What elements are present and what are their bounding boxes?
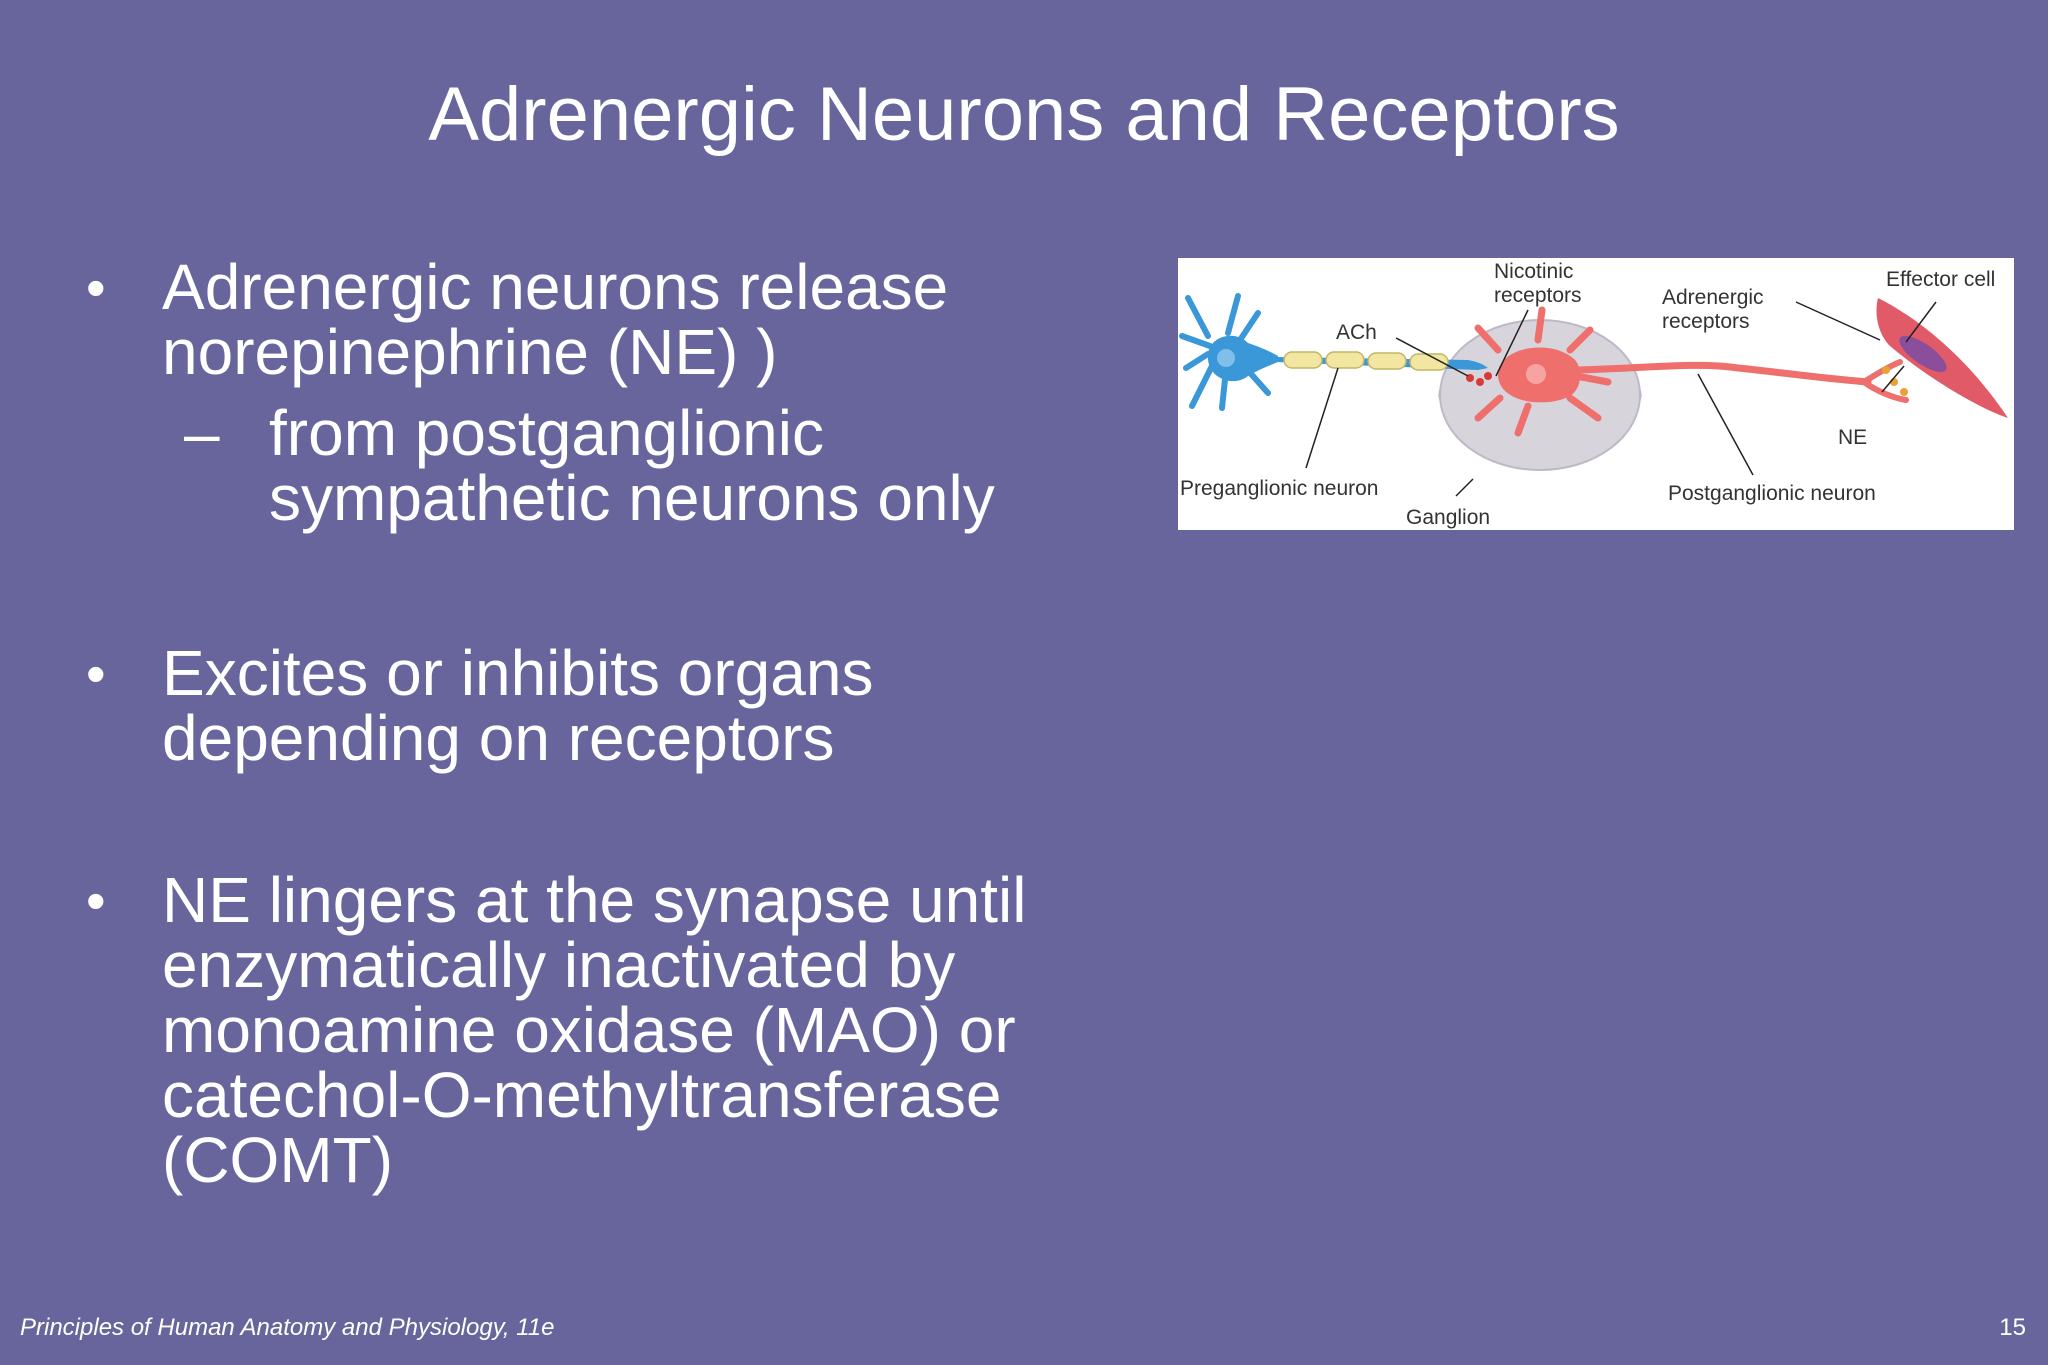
label-nicotinic: Nicotinic	[1494, 260, 1573, 283]
bullet-text: Adrenergic neurons release norepinephrin…	[162, 251, 949, 388]
slide-title: Adrenergic Neurons and Receptors	[428, 72, 1620, 157]
effector-cell	[1876, 298, 2008, 418]
label-adrenergic: Adrenergic	[1662, 286, 1764, 309]
neuron-diagram: Nicotinic receptors Adrenergic receptors…	[1178, 258, 2014, 530]
bullet-item-3: • NE lingers at the synapse until enzyma…	[80, 868, 1100, 1193]
label-adrenergic-receptors: receptors	[1662, 310, 1750, 333]
bullet-text: Excites or inhibits organs depending on …	[162, 637, 874, 774]
label-ne: NE	[1838, 426, 1867, 449]
preganglionic-neuron	[1179, 293, 1488, 411]
bullet-dot: •	[86, 256, 106, 319]
footer-source: Principles of Human Anatomy and Physiolo…	[20, 1314, 555, 1341]
page-number: 15	[1999, 1314, 2026, 1341]
label-preganglionic-neuron: Preganglionic neuron	[1180, 477, 1378, 500]
bullet-dot: •	[86, 642, 106, 705]
label-ganglion: Ganglion	[1406, 506, 1490, 529]
label-postganglionic-neuron: Postganglionic neuron	[1668, 482, 1876, 505]
leader-lines	[1305, 301, 1937, 497]
sub-bullet-item-1: – from postganglionic sympathetic neuron…	[184, 401, 1100, 531]
sub-bullet-text: from postganglionic sympathetic neurons …	[269, 397, 995, 534]
ne-molecules	[1882, 366, 1908, 396]
label-effector-cell: Effector cell	[1886, 268, 1995, 291]
label-ach: ACh	[1336, 321, 1377, 344]
bullet-item-1: • Adrenergic neurons release norepinephr…	[80, 255, 1100, 385]
label-nicotinic-receptors: receptors	[1494, 284, 1582, 307]
neuron-diagram-svg: Nicotinic receptors Adrenergic receptors…	[1179, 260, 2008, 529]
bullet-list: • Adrenergic neurons release norepinephr…	[80, 255, 1100, 1193]
sub-bullet-dash: –	[184, 397, 220, 469]
bullet-dot: •	[86, 869, 106, 932]
bullet-text: NE lingers at the synapse until enzymati…	[162, 864, 1027, 1196]
postganglionic-neuron	[1474, 306, 1909, 437]
bullet-item-2: • Excites or inhibits organs depending o…	[80, 641, 1100, 771]
ach-molecules	[1466, 372, 1492, 386]
